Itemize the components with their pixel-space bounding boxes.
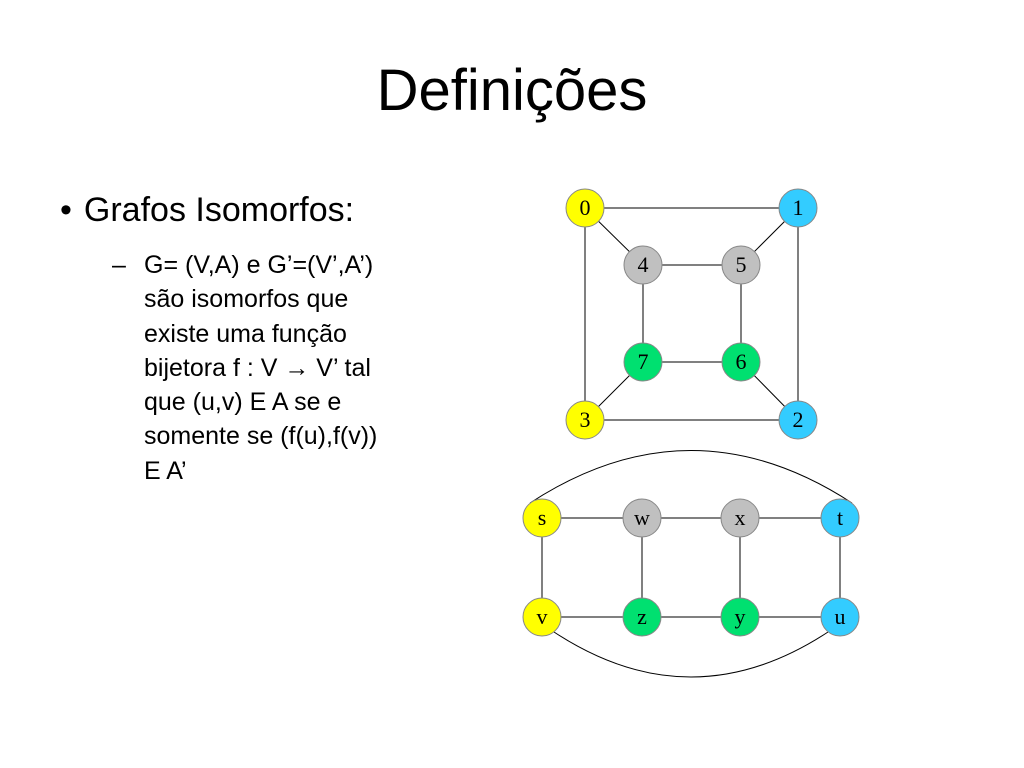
- graph-node-label: z: [637, 604, 647, 629]
- graph-node: [820, 498, 860, 538]
- graph-node-label: u: [835, 604, 846, 629]
- sub-bullet-line: E A’: [144, 456, 187, 485]
- graph-node-label: y: [735, 604, 746, 629]
- graph-g: 0 1 4 5 7 6 3 2: [565, 188, 818, 440]
- graph-node-label: x: [735, 505, 746, 530]
- graph-node-label: 2: [793, 407, 804, 432]
- graph-node-label: s: [538, 505, 547, 530]
- graph-node-label: 5: [736, 252, 747, 277]
- graph-node: [720, 498, 760, 538]
- graph-node-label: 6: [736, 349, 747, 374]
- sub-bullet-line: bijetora f : V → V’ tal: [144, 353, 371, 382]
- graph-node: [565, 188, 605, 228]
- graph-node-label: 0: [580, 195, 591, 220]
- graph-node-label: t: [837, 505, 843, 530]
- graph-node: [522, 498, 562, 538]
- bullet-text: Grafos Isomorfos:: [83, 191, 355, 229]
- graph-node: [778, 400, 818, 440]
- graph-node: [721, 342, 761, 382]
- sub-bullet-line: G= (V,A) e G’=(V’,A’): [144, 251, 374, 279]
- graph-edge-arc: [529, 450, 853, 504]
- graph-node: [778, 188, 818, 228]
- slide-title: Definições: [376, 58, 648, 123]
- graph-node-label: 1: [793, 195, 804, 220]
- sub-bullet-line: que (u,v) E A se e: [144, 388, 342, 416]
- graph-node: [622, 498, 662, 538]
- bullet-item: • Grafos Isomorfos:: [60, 190, 354, 231]
- sub-bullet-line: são isomorfos que: [144, 285, 349, 314]
- graph-node-label: 4: [638, 252, 649, 277]
- graph-node: [522, 597, 562, 637]
- graph-node: [623, 245, 663, 285]
- graph-node-label: 3: [580, 407, 591, 432]
- graph-node: [721, 245, 761, 285]
- graph-node: [622, 597, 662, 637]
- graph-node-label: v: [537, 604, 548, 629]
- sub-bullet-item: – G= (V,A) e G’=(V’,A’) são isomorfos qu…: [112, 248, 492, 488]
- graph-node-label: 7: [638, 349, 649, 374]
- graph-node: [565, 400, 605, 440]
- bullet-marker: •: [60, 191, 72, 229]
- graph-g-prime: s w x t v z y u: [522, 450, 860, 678]
- sub-bullet-line: existe uma função: [144, 319, 347, 348]
- graph-node-label: w: [634, 505, 650, 530]
- sub-bullet-text: G= (V,A) e G’=(V’,A’) são isomorfos que …: [144, 248, 377, 488]
- sub-bullet-marker: –: [112, 251, 126, 279]
- graph-node: [623, 342, 663, 382]
- graph-node: [720, 597, 760, 637]
- graph-node: [820, 597, 860, 637]
- graph-edge-arc: [553, 631, 829, 678]
- sub-bullet-line: somente se (f(u),f(v)): [144, 422, 378, 451]
